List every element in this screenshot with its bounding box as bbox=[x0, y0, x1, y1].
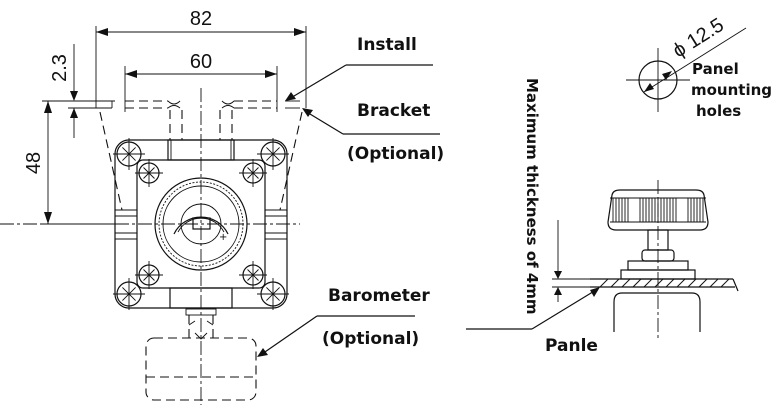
side-view: Maximum thickness of 4mm Pan bbox=[466, 78, 739, 356]
panel-label-line2: mounting bbox=[691, 81, 772, 99]
screw-icon bbox=[113, 138, 145, 170]
panel-label-line1: Panel bbox=[692, 60, 739, 78]
screws bbox=[113, 138, 289, 310]
panle-label: Panle bbox=[545, 336, 598, 356]
bracket-label: Bracket bbox=[357, 101, 430, 121]
dimension-60-label: 60 bbox=[190, 51, 212, 73]
install-label: Install bbox=[357, 35, 417, 55]
screw-icon bbox=[257, 138, 289, 170]
dimension-2-3-label: 2.3 bbox=[49, 54, 71, 82]
max-thickness-label: Maximum thickness of 4mm bbox=[523, 78, 541, 315]
dimension-2-3: 2.3 bbox=[49, 44, 112, 138]
dimension-48-label: 48 bbox=[23, 152, 45, 174]
barometer-outline bbox=[145, 337, 257, 401]
dimension-82-label: 82 bbox=[190, 8, 212, 30]
gauge-body bbox=[613, 292, 701, 332]
svg-text:+: + bbox=[219, 232, 227, 243]
bracket-optional-label: (Optional) bbox=[347, 144, 444, 164]
screw-icon bbox=[239, 159, 267, 187]
front-view: 82 60 2.3 48 bbox=[0, 8, 307, 405]
screw-icon bbox=[257, 278, 289, 310]
hole-diameter-label: ϕ 12.5 bbox=[669, 14, 728, 62]
screw-icon bbox=[113, 278, 145, 310]
dimension-60: 60 bbox=[124, 51, 278, 112]
dial-slot bbox=[192, 217, 211, 230]
screw-icon bbox=[135, 261, 163, 289]
bracket-outline bbox=[96, 100, 303, 211]
dimension-48: 48 bbox=[23, 100, 120, 225]
barometer-stem bbox=[185, 308, 217, 340]
barometer-optional-label: (Optional) bbox=[322, 329, 419, 349]
screw-icon bbox=[135, 159, 163, 187]
barometer-label: Barometer bbox=[328, 286, 430, 306]
screw-icon bbox=[239, 261, 267, 289]
panel-label-line3: holes bbox=[696, 102, 741, 120]
barometer-callout: Barometer (Optional) bbox=[257, 286, 430, 357]
panel bbox=[590, 278, 739, 292]
dimension-82: 82 bbox=[95, 8, 307, 108]
panel-hole-detail: ϕ 12.5 Panel mounting holes bbox=[626, 14, 772, 120]
install-bracket-callout: Install Bracket (Optional) bbox=[285, 35, 444, 164]
